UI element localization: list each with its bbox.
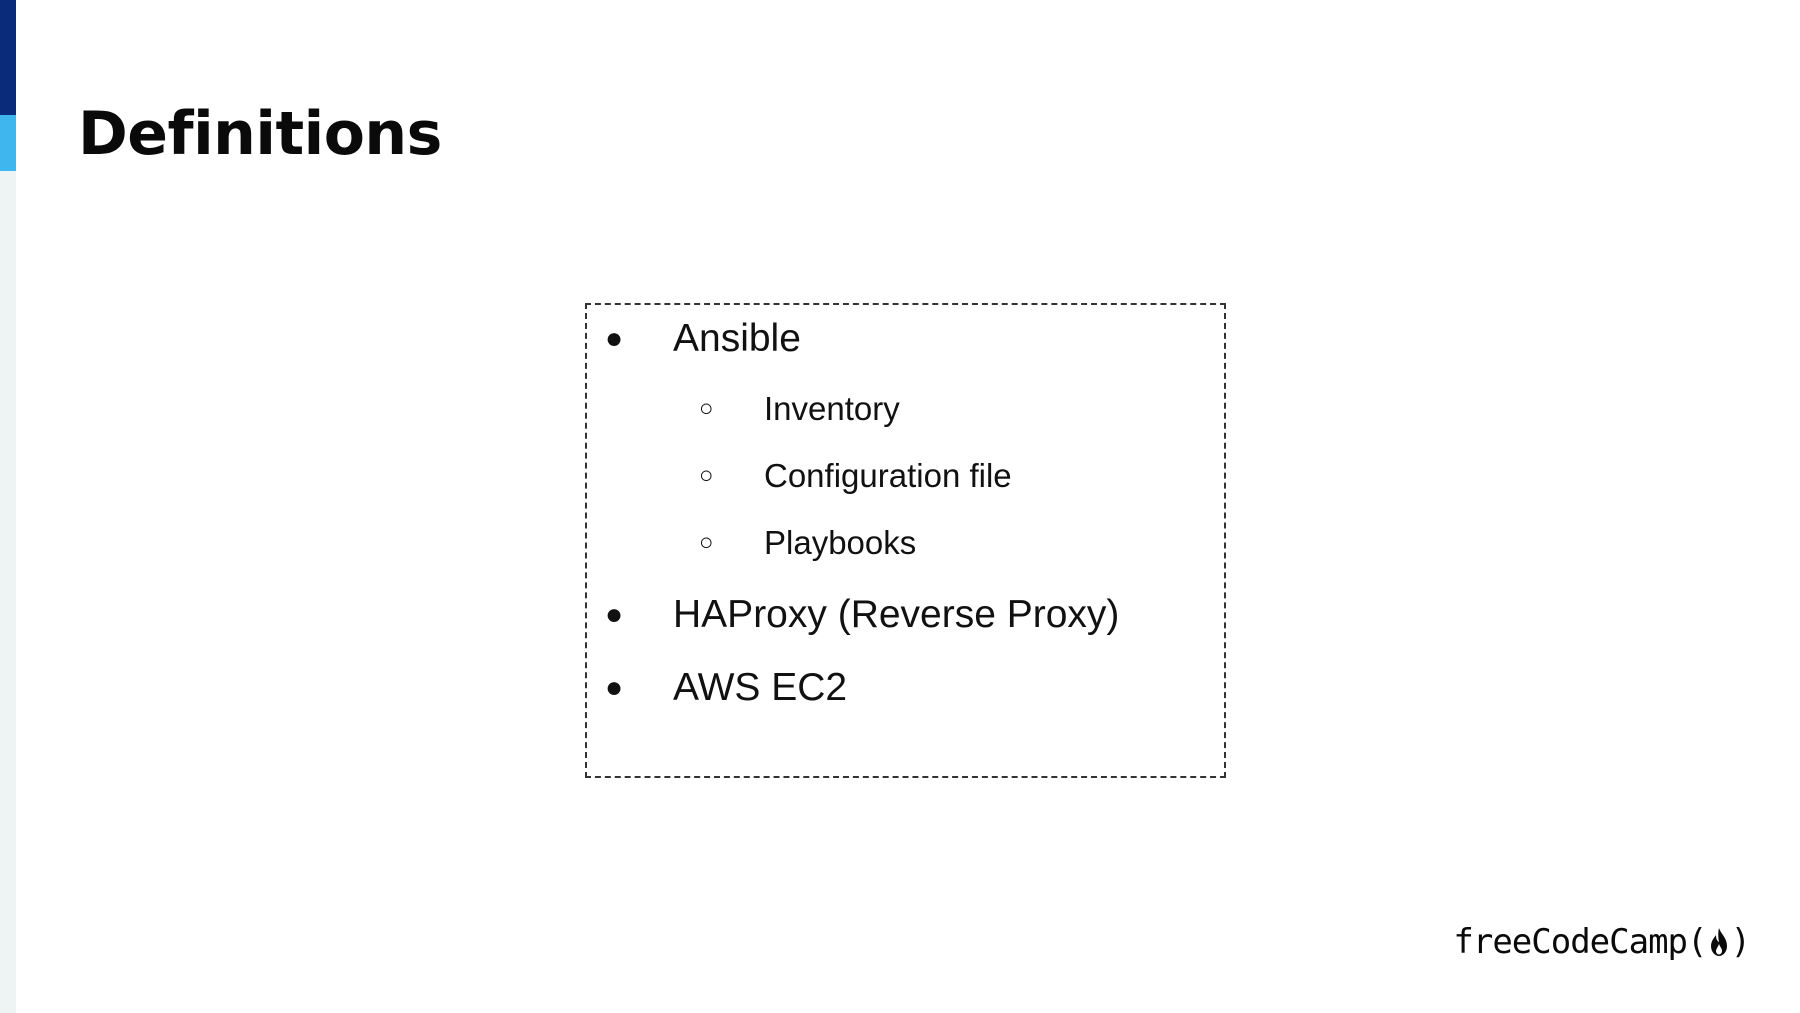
- sub-item-label: Playbooks: [764, 524, 917, 561]
- list-item-aws-ec2: ● AWS EC2: [605, 666, 847, 710]
- freecodecamp-logo: freeCodeCamp ( ): [1453, 922, 1752, 962]
- list-item-label: HAProxy (Reverse Proxy): [673, 593, 1120, 636]
- side-accent-dark: [0, 0, 16, 115]
- bullet-filled: ●: [605, 322, 624, 355]
- sub-item-label: Inventory: [764, 390, 900, 427]
- bullet-filled: ●: [605, 598, 624, 631]
- side-accent-light: [0, 115, 16, 171]
- logo-paren-open: (: [1687, 922, 1708, 962]
- list-item-haproxy: ● HAProxy (Reverse Proxy): [605, 593, 1119, 637]
- sub-item-playbooks: ○ Playbooks: [699, 524, 916, 562]
- bullet-filled: ●: [605, 671, 624, 704]
- logo-paren-close: ): [1730, 922, 1752, 962]
- slide-title: Definitions: [78, 99, 442, 169]
- list-item-label: Ansible: [673, 317, 801, 360]
- sub-item-inventory: ○ Inventory: [699, 390, 900, 428]
- list-item-label: AWS EC2: [673, 666, 848, 709]
- sub-item-label: Configuration file: [764, 457, 1012, 494]
- sub-item-configuration-file: ○ Configuration file: [699, 457, 1012, 495]
- side-accent-bar: [0, 0, 16, 1013]
- list-item-ansible: ● Ansible: [605, 317, 801, 361]
- bullet-hollow: ○: [699, 462, 714, 489]
- bullet-hollow: ○: [699, 529, 714, 556]
- definitions-box: ● Ansible ○ Inventory ○ Configuration fi…: [585, 303, 1226, 778]
- bullet-hollow: ○: [699, 395, 714, 422]
- flame-icon: [1708, 926, 1730, 958]
- logo-wordmark: freeCodeCamp: [1453, 922, 1688, 962]
